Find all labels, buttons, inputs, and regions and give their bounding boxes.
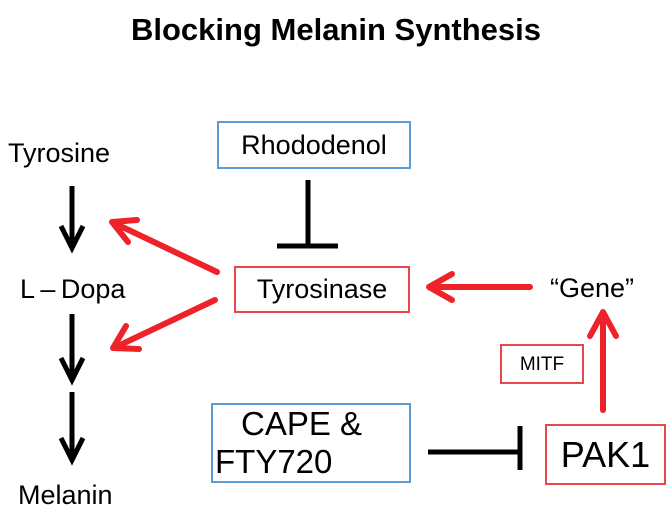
arrow-tyrosinase-to-step2 [110, 297, 218, 352]
arrow-ldopa-to-intermediate [58, 314, 86, 386]
arrow-tyrosine-to-ldopa [58, 186, 86, 254]
arrow-intermediate-to-melanin [58, 392, 86, 466]
inhibition-rhododenol-tyrosinase [277, 180, 338, 249]
node-rhododenol: Rhododenol [217, 121, 411, 169]
node-gene: “Gene” [550, 273, 635, 303]
pak1-label: PAK1 [560, 433, 651, 475]
cape-label-line2: FTY720 [215, 443, 333, 480]
rhododenol-label: Rhododenol [241, 129, 387, 160]
node-tyrosinase: Tyrosinase [234, 266, 410, 313]
mitf-label: MITF [519, 353, 565, 375]
tyrosinase-label: Tyrosinase [256, 274, 388, 304]
node-melanin: Melanin [18, 480, 113, 510]
diagram-title: Blocking Melanin Synthesis [131, 12, 541, 47]
node-pak1: PAK1 [545, 424, 666, 485]
node-tyrosine: Tyrosine [8, 138, 111, 168]
cape-label-line1: CAPE & [241, 405, 363, 442]
arrow-gene-to-tyrosinase [426, 271, 533, 303]
node-cape-fty720: CAPE & FTY720 [211, 403, 411, 483]
arrow-pak1-to-gene [587, 309, 619, 413]
arrow-tyrosinase-to-step1 [109, 217, 220, 275]
edge-label-mitf: MITF [500, 344, 584, 384]
node-l-dopa: L – Dopa [20, 274, 126, 304]
inhibition-cape-pak1 [428, 426, 523, 470]
